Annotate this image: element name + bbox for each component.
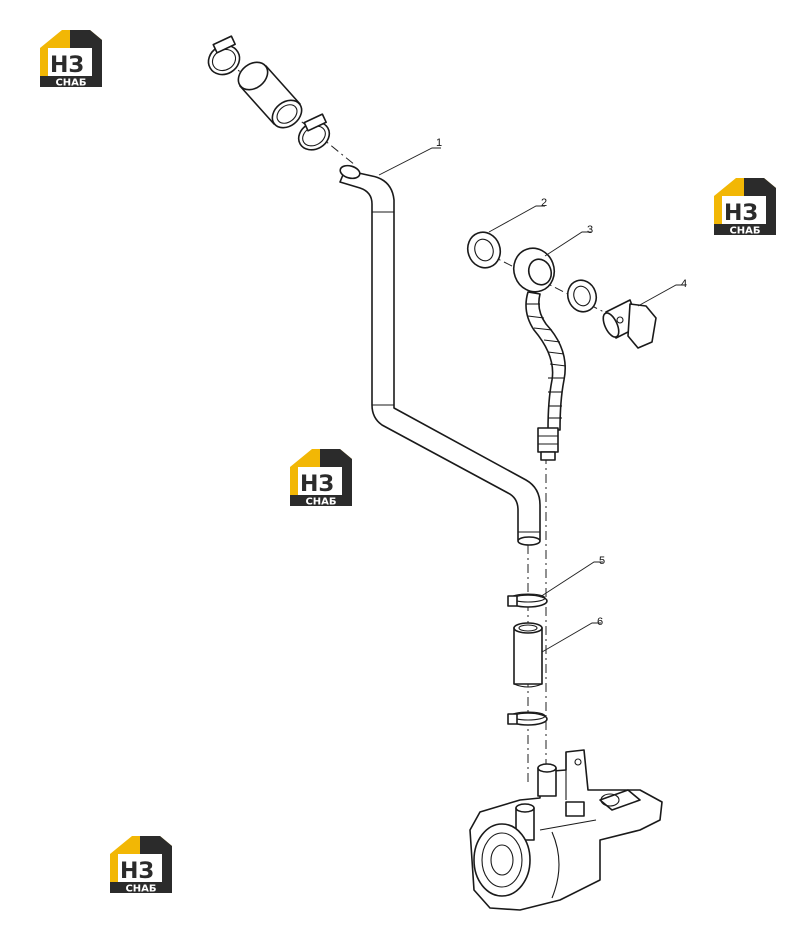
filter-housing <box>469 749 663 911</box>
svg-text:НЗ: НЗ <box>120 859 154 884</box>
callout-6: 6 <box>597 616 603 628</box>
washer <box>566 279 598 313</box>
svg-text:СНАБ: СНАБ <box>55 78 86 89</box>
logo-watermark: НЗ СНАБ <box>290 449 352 508</box>
banjo-fitting-part-3 <box>512 247 556 293</box>
upper-hose-sleeve <box>237 61 303 129</box>
corrugated-hose <box>525 291 567 461</box>
svg-text:НЗ: НЗ <box>724 201 758 226</box>
svg-text:СНАБ: СНАБ <box>125 884 156 895</box>
svg-text:НЗ: НЗ <box>50 53 84 78</box>
washer-part-2 <box>466 231 502 269</box>
logo-watermark: НЗ СНАБ <box>110 836 172 895</box>
hose-part-6 <box>513 622 543 688</box>
middle-clamp <box>297 113 331 151</box>
svg-text:НЗ: НЗ <box>300 472 334 497</box>
callout-4: 4 <box>681 278 687 290</box>
callout-2: 2 <box>541 197 547 209</box>
lower-clamp <box>507 711 548 726</box>
svg-text:СНАБ: СНАБ <box>729 226 760 237</box>
logo-watermark: НЗ СНАБ <box>40 30 102 89</box>
callout-leaders <box>378 147 685 653</box>
logo-watermark: НЗ СНАБ <box>714 178 776 237</box>
upper-clamp <box>207 35 241 76</box>
banjo-bolt-part-4 <box>602 299 657 349</box>
callout-5: 5 <box>599 555 605 567</box>
callout-3: 3 <box>587 224 593 236</box>
pipe-part-1 <box>339 164 541 546</box>
callout-1: 1 <box>436 137 442 149</box>
svg-text:СНАБ: СНАБ <box>305 497 336 508</box>
clamp-part-5 <box>507 593 548 608</box>
